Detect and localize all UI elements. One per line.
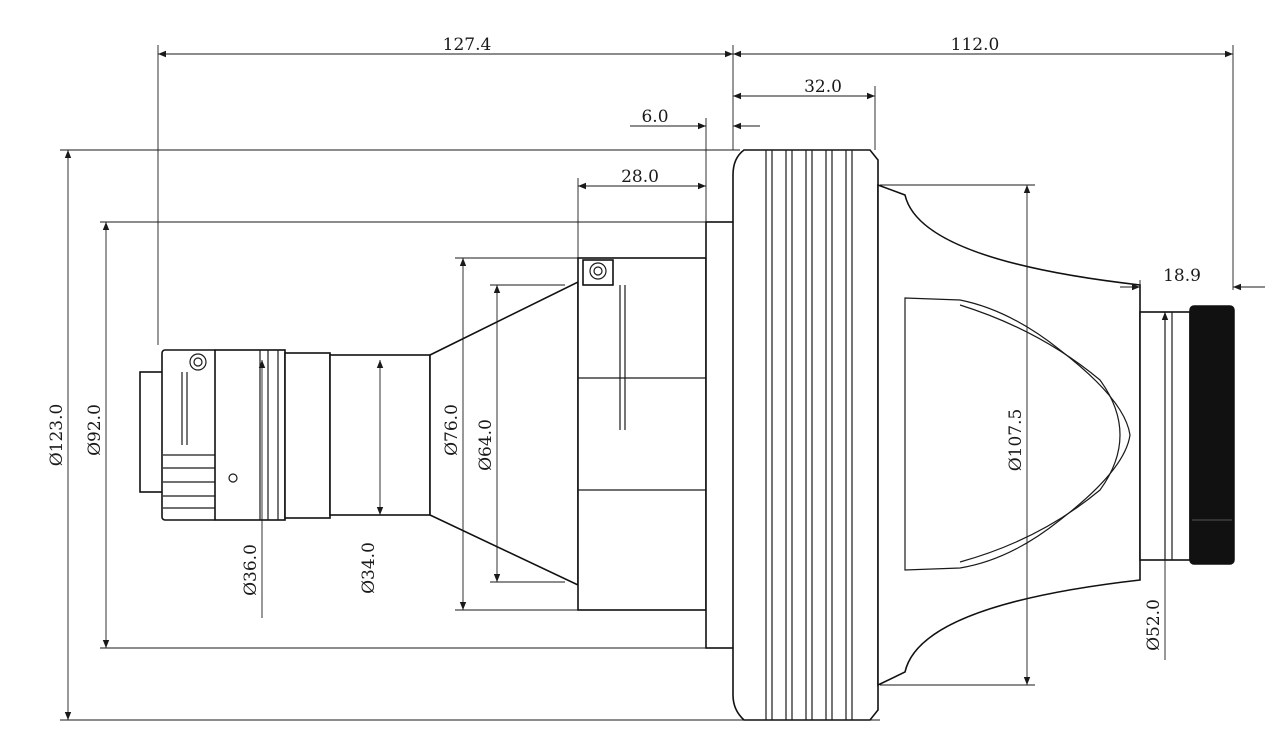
- dim-dia-107: Ø107.5: [1006, 409, 1026, 472]
- dim-dia-92: Ø92.0: [85, 404, 105, 456]
- dim-overall-left: 127.4: [443, 35, 492, 55]
- dim-dia-76: Ø76.0: [442, 404, 462, 456]
- dim-flange-gap: 6.0: [641, 107, 668, 127]
- dim-rear-length: 18.9: [1163, 266, 1201, 286]
- lens-body: [139, 149, 1235, 721]
- dim-dia-64: Ø64.0: [476, 419, 496, 471]
- dim-dia-52: Ø52.0: [1144, 599, 1164, 651]
- dim-flange-width: 32.0: [804, 77, 842, 97]
- dimension-labels: 127.4 112.0 32.0 6.0 28.0 18.9 Ø123.0 Ø9…: [47, 35, 1201, 651]
- dim-dia-34: Ø34.0: [359, 542, 379, 594]
- dim-overall-right: 112.0: [951, 35, 1000, 55]
- dimension-lines: [64, 50, 1265, 720]
- dim-dia-123: Ø123.0: [47, 404, 67, 467]
- dim-clamp-width: 28.0: [621, 167, 659, 187]
- dim-dia-36: Ø36.0: [241, 544, 261, 596]
